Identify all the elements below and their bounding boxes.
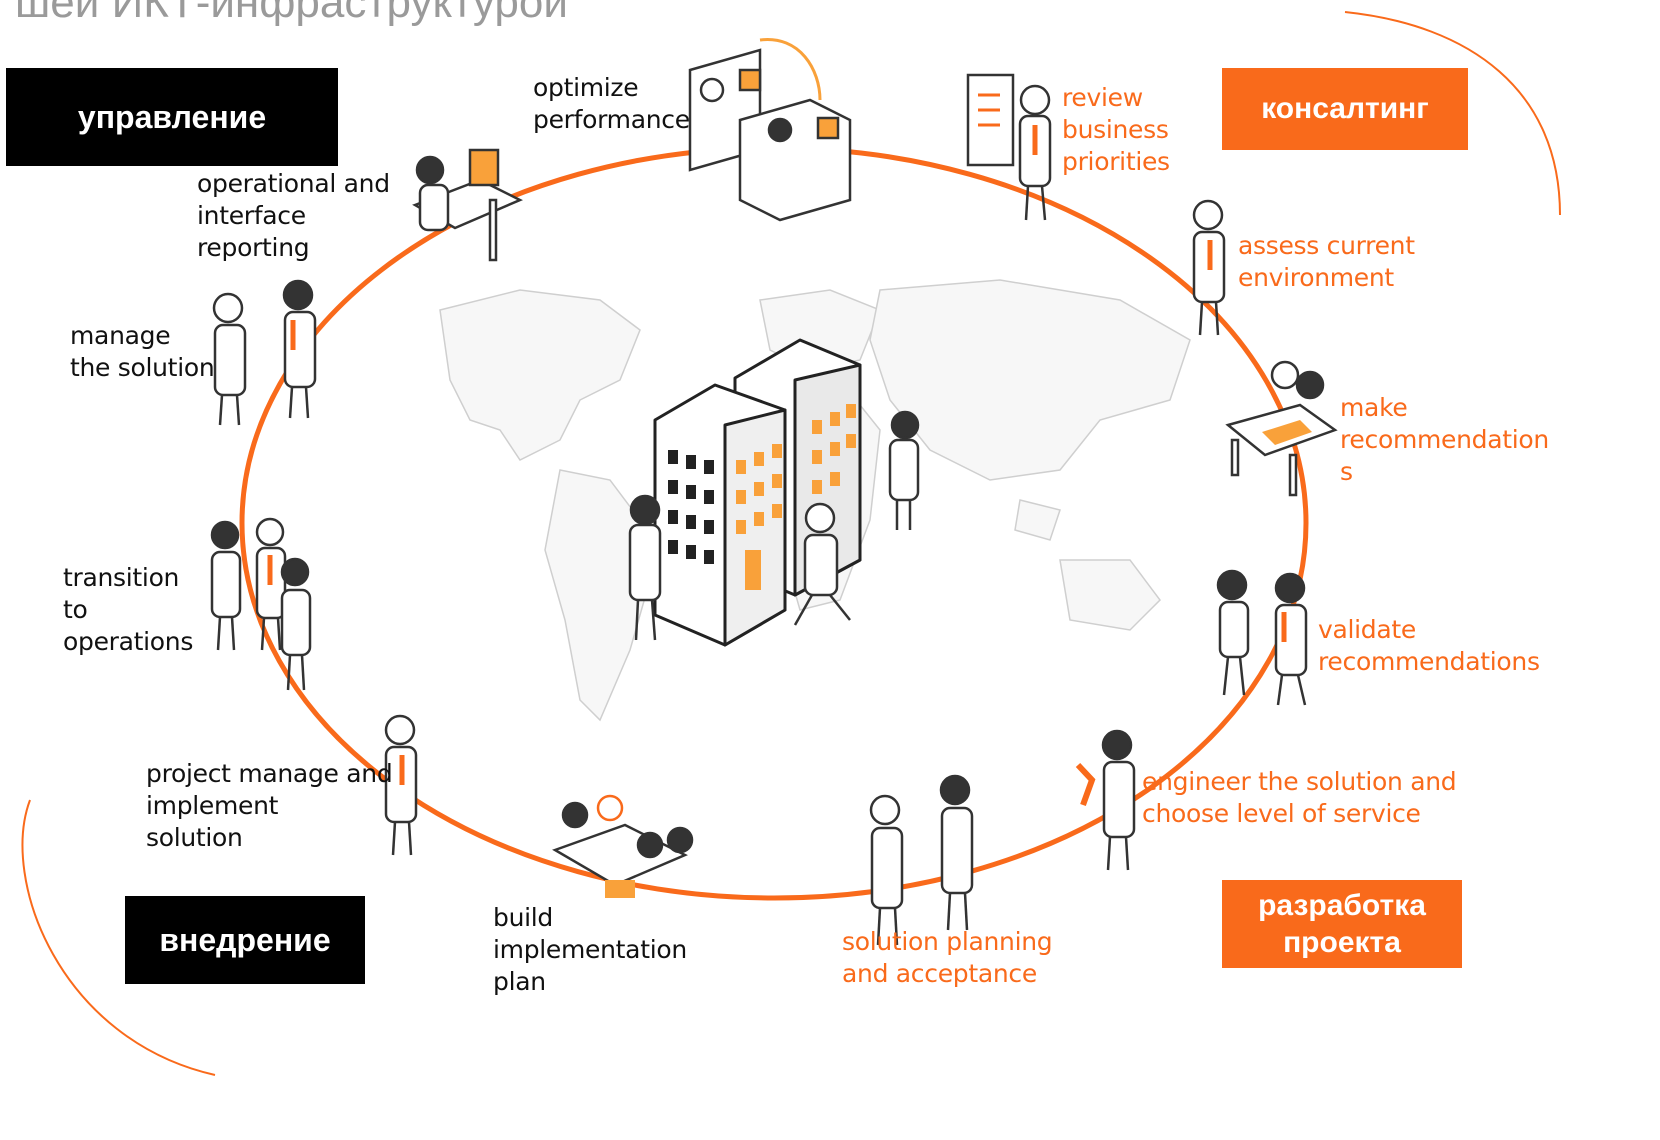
phase-label: консалтинг: [1261, 92, 1429, 126]
person-figure-icon: [1018, 84, 1052, 221]
person-figure-icon: [280, 557, 312, 691]
bottom-left-arc: [21, 799, 216, 1076]
person-figure-icon: [1192, 199, 1226, 336]
step-transition-to-operations: transition to operations: [63, 563, 194, 656]
meeting-table-icon: [1225, 360, 1338, 497]
top-right-arc: [1344, 11, 1561, 216]
wrench-icon: [1075, 762, 1096, 807]
step-operational-reporting: operational and interface reporting: [197, 169, 390, 262]
phase-label-line: проекта: [1283, 926, 1401, 959]
cubicle-icon: [688, 48, 852, 222]
meeting-table-icon: [552, 794, 694, 898]
phase-box-implementation: внедрение: [125, 896, 365, 984]
person-figure-icon: [793, 502, 851, 626]
person-figure-icon: [628, 494, 662, 641]
phase-box-design: разработка проекта: [1222, 880, 1462, 968]
person-figure-icon: [1274, 572, 1308, 706]
step-solution-planning: solution planning and acceptance: [842, 927, 1053, 988]
phase-label: управление: [77, 99, 267, 135]
phase-box-consulting: консалтинг: [1222, 68, 1468, 150]
page-title: шей ИКТ-инфраструктурой: [15, 0, 568, 27]
person-figure-icon: [212, 292, 247, 426]
step-build-implementation-plan: build implementation plan: [493, 903, 687, 996]
step-optimize-performance: optimize performance: [533, 73, 690, 134]
step-review-business-priorities: review business priorities: [1062, 83, 1170, 176]
office-buildings-icon: [653, 338, 862, 647]
person-figure-icon: [939, 774, 974, 931]
whiteboard-icon: [966, 73, 1015, 167]
person-figure-icon: [888, 410, 920, 530]
person-figure-icon: [255, 517, 287, 651]
person-figure-icon: [282, 279, 317, 419]
person-figure-icon: [384, 714, 418, 856]
step-validate-recommendations: validate recommendations: [1318, 615, 1540, 676]
person-figure-icon: [1216, 569, 1250, 696]
step-project-manage: project manage and implement solution: [146, 759, 393, 852]
cycle-arrow-icon: [759, 38, 822, 101]
phase-label-line: разработка: [1258, 888, 1426, 922]
step-make-recommendations: make recommendation s: [1340, 393, 1549, 486]
person-figure-icon: [869, 794, 904, 946]
step-assess-current-environment: assess current environment: [1238, 231, 1415, 292]
phase-box-management: управление: [6, 68, 338, 166]
step-manage-the-solution: manage the solution: [70, 321, 215, 382]
step-engineer-solution: engineer the solution and choose level o…: [1142, 767, 1457, 828]
person-figure-icon: [210, 520, 242, 651]
person-figure-icon: [1101, 729, 1136, 871]
computer-desk-icon: [412, 148, 523, 262]
phase-label: внедрение: [159, 922, 331, 958]
